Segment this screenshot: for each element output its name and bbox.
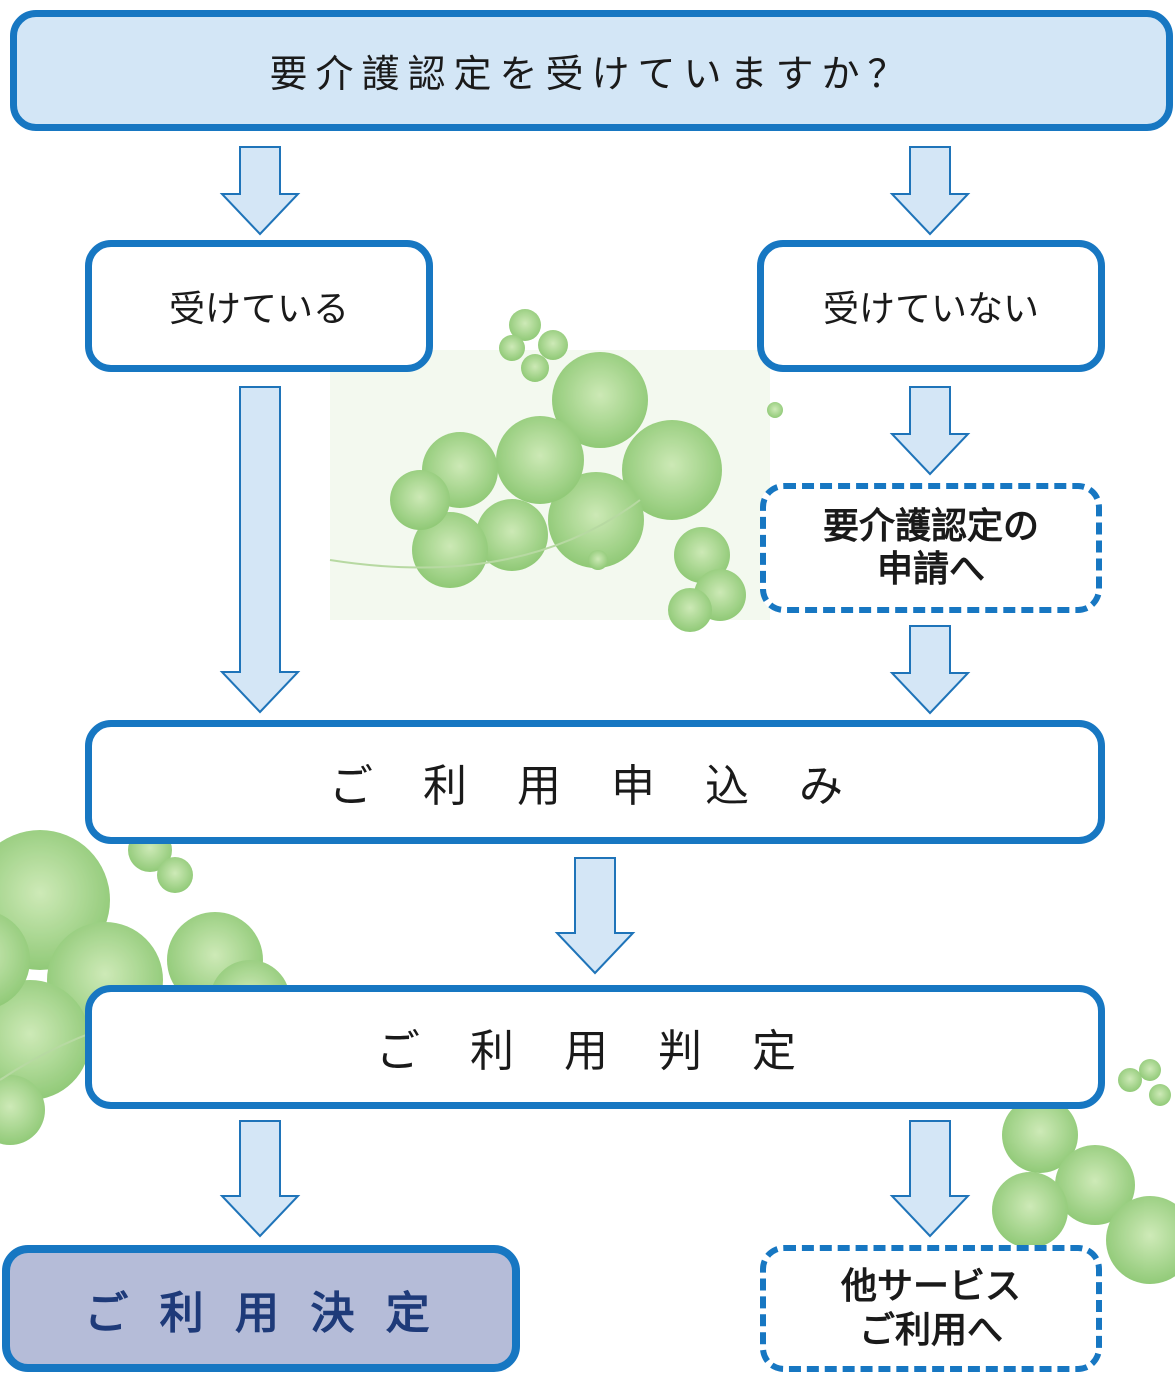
judgment-text: ご 利 用 判 定	[376, 1026, 814, 1077]
application-box: ご 利 用 申 込 み	[85, 720, 1105, 844]
other-text-line1: 他サービス	[840, 1266, 1021, 1308]
no-text: 受けていない	[822, 289, 1039, 330]
apply-text-line2: 申請へ	[876, 549, 985, 590]
arrow-judgment-to-decision	[219, 1120, 301, 1238]
other-text-line2: ご利用へ	[858, 1309, 1003, 1351]
question-text: 要介護認定を受けていますか？	[269, 52, 914, 96]
apply-text-line1: 要介護認定の	[822, 505, 1039, 547]
arrow-no-to-apply	[889, 386, 971, 476]
arrow-question-to-no	[889, 146, 971, 236]
arrow-yes-to-application	[219, 386, 301, 714]
arrow-apply-to-application	[889, 625, 971, 715]
other-service-box: 他サービス ご利用へ	[760, 1245, 1102, 1372]
judgment-box: ご 利 用 判 定	[85, 985, 1105, 1109]
yes-text: 受けている	[168, 289, 349, 330]
no-box: 受けていない	[757, 240, 1105, 372]
arrow-judgment-to-other	[889, 1120, 971, 1238]
yes-box: 受けている	[85, 240, 433, 372]
apply-certification-box: 要介護認定の 申請へ	[760, 483, 1102, 613]
decision-box: ご 利 用 決 定	[2, 1245, 520, 1372]
decision-text: ご 利 用 決 定	[84, 1287, 438, 1339]
arrow-application-to-judgment	[554, 857, 636, 975]
question-box: 要介護認定を受けていますか？	[10, 10, 1173, 131]
application-text: ご 利 用 申 込 み	[329, 761, 861, 812]
arrow-question-to-yes	[219, 146, 301, 236]
